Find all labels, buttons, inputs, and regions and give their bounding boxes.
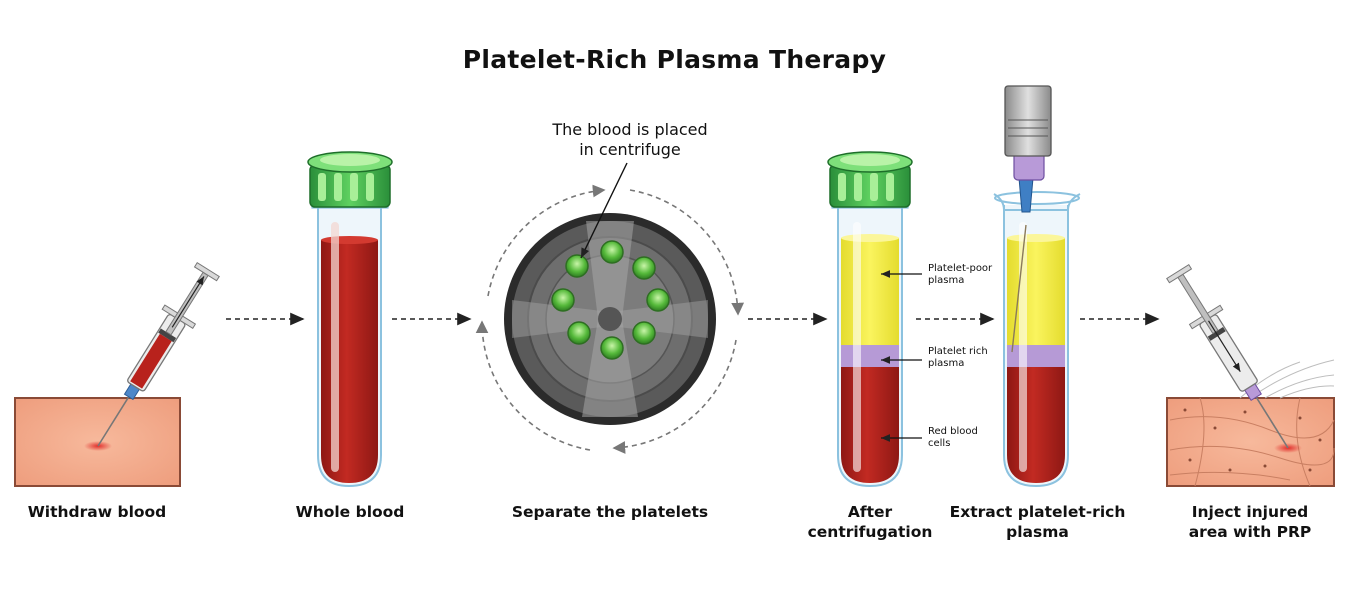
centrifuge-rotation-arrows (475, 184, 745, 454)
skin-patch-withdraw (14, 397, 181, 487)
centrifuge-callout-pointer (580, 162, 628, 259)
caption-withdraw-blood: Withdraw blood (27, 503, 167, 521)
centrifuge-callout: The blood is placed in centrifuge (520, 120, 740, 160)
centrifuge-tube-holes (551, 240, 670, 360)
hair-lines (1239, 359, 1335, 399)
tube-extract-prp (993, 191, 1081, 488)
centrifuge-callout-line2: in centrifuge (579, 140, 681, 159)
label-red-blood-cells: Red blood cells (928, 426, 978, 449)
caption-separate-platelets: Separate the platelets (511, 503, 709, 521)
diagram-title: Platelet-Rich Plasma Therapy (462, 45, 887, 74)
syringe-inject (1166, 264, 1289, 449)
syringe-withdraw (97, 262, 220, 447)
centrifuge (504, 213, 716, 425)
label-platelet-rich-plasma: Platelet rich plasma (928, 346, 988, 369)
layer-pointers (881, 270, 922, 442)
syringe-extract (1004, 85, 1052, 353)
caption-whole-blood: Whole blood (295, 503, 405, 521)
skin-patch-inject (1166, 397, 1335, 487)
caption-extract-prp: Extract platelet-rich plasma (949, 503, 1126, 541)
caption-after-centrifugation: After centrifugation (807, 503, 933, 541)
centrifuge-callout-line1: The blood is placed (552, 120, 708, 139)
tube-whole-blood (307, 151, 393, 488)
caption-inject-prp: Inject injured area with PRP (1188, 503, 1312, 541)
label-platelet-poor-plasma: Platelet-poor plasma (928, 263, 993, 286)
tube-after-centrifugation (827, 151, 913, 488)
